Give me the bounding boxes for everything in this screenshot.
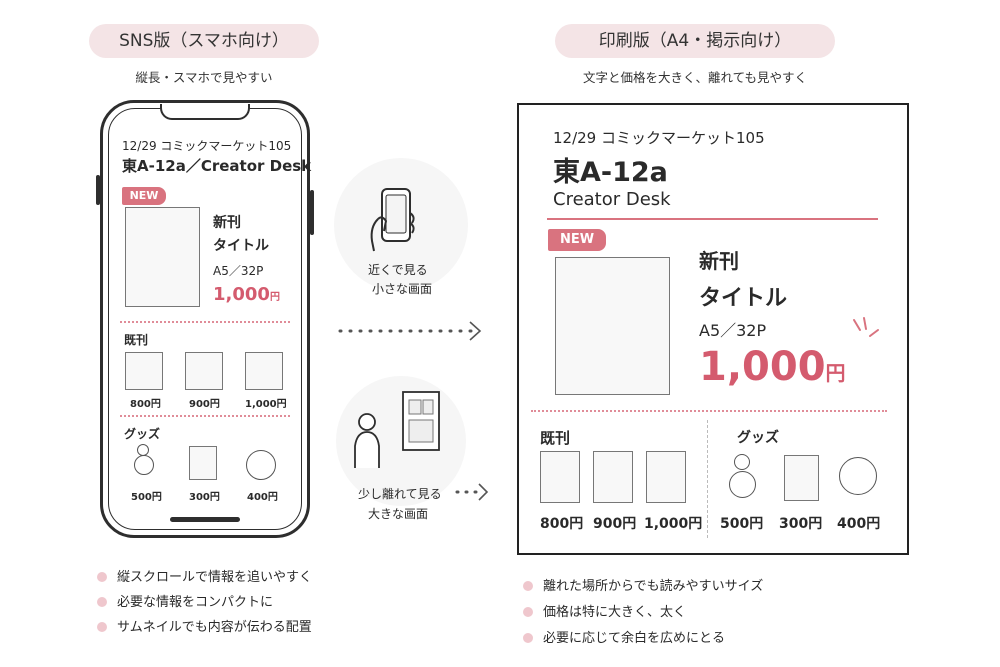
sns-version-pill: SNS版（スマホ向け） bbox=[89, 24, 319, 58]
left-bullet-1: 縦スクロールで情報を追いやすく bbox=[97, 566, 312, 585]
poster-backlist-cover-1 bbox=[540, 451, 580, 503]
poster-circle-name: Creator Desk bbox=[553, 189, 671, 210]
poster-keychain-charm-icon bbox=[729, 471, 756, 498]
poster-new-spec: A5／32P bbox=[699, 321, 767, 340]
phone-new-cover bbox=[125, 207, 200, 307]
sns-version-subtitle: 縦長・スマホで見やすい bbox=[135, 70, 273, 85]
phone-divider-2 bbox=[120, 415, 290, 417]
phone-power-button bbox=[310, 190, 314, 235]
poster-new-price-value: 1,000 bbox=[699, 344, 826, 390]
right-bullet-1: 離れた場所からでも読みやすいサイズ bbox=[523, 575, 763, 594]
poster-goods-badge bbox=[839, 457, 877, 495]
bullet-dot-icon bbox=[97, 597, 107, 607]
phone-new-label: 新刊 bbox=[213, 215, 241, 231]
phone-backlist-price-3: 1,000円 bbox=[245, 399, 287, 410]
phone-booth: 東A-12a／Creator Desk bbox=[122, 157, 312, 175]
left-bullet-2: 必要な情報をコンパクトに bbox=[97, 591, 273, 610]
hand-holding-phone-icon bbox=[370, 188, 415, 252]
left-bullet-3: サムネイルでも内容が伝わる配置 bbox=[97, 616, 312, 635]
bullet-dot-icon bbox=[97, 572, 107, 582]
near-view-caption-2: 小さな画面 bbox=[372, 282, 433, 296]
poster-divider bbox=[531, 410, 887, 412]
poster-backlist-cover-2 bbox=[593, 451, 633, 503]
sns-version-label: SNS版（スマホ向け） bbox=[119, 31, 289, 51]
phone-frame bbox=[100, 100, 310, 538]
phone-backlist-cover-3 bbox=[245, 352, 283, 390]
right-bullet-3-text: 必要に応じて余白を広めにとる bbox=[543, 631, 726, 646]
phone-backlist-label: 既刊 bbox=[124, 333, 149, 347]
poster-goods-label: グッズ bbox=[737, 430, 779, 446]
phone-backlist-price-1: 800円 bbox=[130, 399, 161, 410]
phone-goods-price-1: 500円 bbox=[131, 492, 162, 503]
dotted-arrow-top bbox=[338, 321, 482, 341]
phone-notch bbox=[160, 104, 250, 120]
far-view-caption-1: 少し離れて見る bbox=[358, 487, 442, 501]
poster-backlist-price-1: 800円 bbox=[540, 516, 584, 532]
phone-new-price: 1,000円 bbox=[213, 284, 280, 305]
left-bullet-1-text: 縦スクロールで情報を追いやすく bbox=[117, 570, 313, 585]
phone-goods-badge bbox=[246, 450, 276, 480]
poster-backlist-label: 既刊 bbox=[540, 429, 571, 447]
poster-new-badge: NEW bbox=[548, 229, 606, 251]
bullet-dot-icon bbox=[523, 581, 533, 591]
right-bullet-2-text: 価格は特に大きく、太く bbox=[543, 605, 687, 620]
poster-accent-rule bbox=[547, 218, 878, 220]
phone-goods-price-2: 300円 bbox=[189, 492, 220, 503]
bullet-dot-icon bbox=[523, 633, 533, 643]
poster-goods-card bbox=[784, 455, 819, 501]
poster-new-price: 1,000円 bbox=[699, 343, 846, 397]
phone-new-price-unit: 円 bbox=[269, 292, 280, 303]
phone-goods-price-3: 400円 bbox=[247, 492, 278, 503]
phone-backlist-cover-1 bbox=[125, 352, 163, 390]
poster-backlist-cover-3 bbox=[646, 451, 686, 503]
poster-new-label: 新刊 bbox=[699, 249, 739, 273]
poster-keychain-ring-icon bbox=[734, 454, 750, 470]
left-bullet-2-text: 必要な情報をコンパクトに bbox=[117, 595, 274, 610]
phone-volume-button bbox=[96, 175, 100, 205]
phone-new-price-value: 1,000 bbox=[213, 284, 270, 305]
left-bullet-3-text: サムネイルでも内容が伝わる配置 bbox=[117, 620, 312, 635]
phone-home-bar bbox=[170, 517, 240, 522]
bullet-dot-icon bbox=[523, 607, 533, 617]
far-view-caption-2: 大きな画面 bbox=[368, 507, 429, 521]
right-bullet-1-text: 離れた場所からでも読みやすいサイズ bbox=[543, 579, 764, 594]
bullet-dot-icon bbox=[97, 622, 107, 632]
phone-goods-label: グッズ bbox=[124, 427, 161, 441]
phone-new-spec: A5／32P bbox=[213, 264, 264, 278]
near-view-caption-1: 近くで見る bbox=[368, 263, 428, 277]
phone-keychain-charm-icon bbox=[134, 455, 154, 475]
dotted-arrow-bottom bbox=[455, 483, 489, 501]
poster-backlist-price-2: 900円 bbox=[593, 516, 637, 532]
poster-goods-price-2: 300円 bbox=[779, 516, 823, 532]
print-version-pill: 印刷版（A4・掲示向け） bbox=[555, 24, 835, 58]
poster-booth: 東A-12a bbox=[553, 157, 668, 188]
emphasis-lines-icon bbox=[853, 317, 879, 337]
poster-backlist-price-3: 1,000円 bbox=[644, 516, 703, 532]
phone-new-badge: NEW bbox=[122, 187, 166, 205]
poster-new-price-unit: 円 bbox=[825, 361, 846, 385]
poster-new-cover bbox=[555, 257, 670, 395]
phone-new-title: タイトル bbox=[213, 238, 269, 254]
person-viewing-poster-icon bbox=[354, 391, 440, 468]
poster-column-divider bbox=[707, 420, 708, 538]
poster-goods-price-1: 500円 bbox=[720, 516, 764, 532]
phone-backlist-price-2: 900円 bbox=[189, 399, 220, 410]
poster-date: 12/29 コミックマーケット105 bbox=[553, 129, 765, 147]
a4-poster bbox=[517, 103, 909, 555]
phone-date: 12/29 コミックマーケット105 bbox=[122, 139, 292, 153]
phone-backlist-cover-2 bbox=[185, 352, 223, 390]
right-bullet-3: 必要に応じて余白を広めにとる bbox=[523, 627, 725, 646]
phone-divider-1 bbox=[120, 321, 290, 323]
poster-new-title: タイトル bbox=[699, 286, 788, 311]
print-version-subtitle: 文字と価格を大きく、離れても見やすく bbox=[582, 70, 807, 85]
poster-goods-price-3: 400円 bbox=[837, 516, 881, 532]
right-bullet-2: 価格は特に大きく、太く bbox=[523, 601, 686, 620]
print-version-label: 印刷版（A4・掲示向け） bbox=[598, 31, 792, 51]
phone-goods-card bbox=[189, 446, 217, 480]
